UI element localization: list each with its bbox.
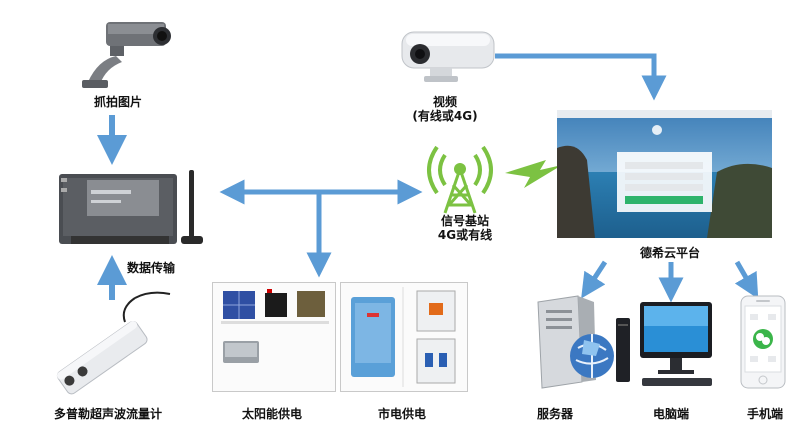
snapshot-camera — [78, 10, 188, 90]
label-base-line2: 4G或有线 — [437, 228, 493, 242]
video-camera — [380, 20, 500, 92]
label-cloud: 德希云平台 — [639, 246, 700, 260]
mobile-phone — [738, 294, 788, 390]
label-server: 服务器 — [536, 407, 573, 421]
label-flowmeter: 多普勒超声波流量计 — [53, 407, 162, 421]
cloud-platform-screen — [557, 110, 772, 238]
label-data-transfer: 数据传输 — [127, 261, 176, 275]
label-solar: 太阳能供电 — [241, 407, 302, 421]
arrow-video-to-cloud — [495, 53, 667, 101]
solar-power-panel — [212, 282, 336, 392]
label-video-line2: (有线或4G) — [412, 109, 478, 123]
arrow-cloud-to-server — [581, 260, 608, 299]
desktop-pc — [612, 298, 722, 390]
label-pc: 电脑端 — [652, 407, 689, 421]
label-base-station: 信号基站 4G或有线 — [425, 214, 505, 242]
label-base-line1: 信号基站 — [440, 214, 489, 228]
label-video-line1: 视频 — [432, 95, 457, 109]
server — [520, 292, 620, 392]
label-phone: 手机端 — [746, 407, 783, 421]
mains-power-panel — [340, 282, 468, 392]
label-video: 视频 (有线或4G) — [405, 95, 485, 123]
rtu-device — [55, 160, 215, 260]
arrow-cloud-to-phone — [734, 260, 759, 299]
doppler-flowmeter — [40, 288, 180, 398]
signal-tower — [415, 135, 505, 215]
signal-lightning — [505, 160, 562, 188]
label-snapshot: 抓拍图片 — [93, 95, 142, 109]
label-mains: 市电供电 — [377, 407, 426, 421]
